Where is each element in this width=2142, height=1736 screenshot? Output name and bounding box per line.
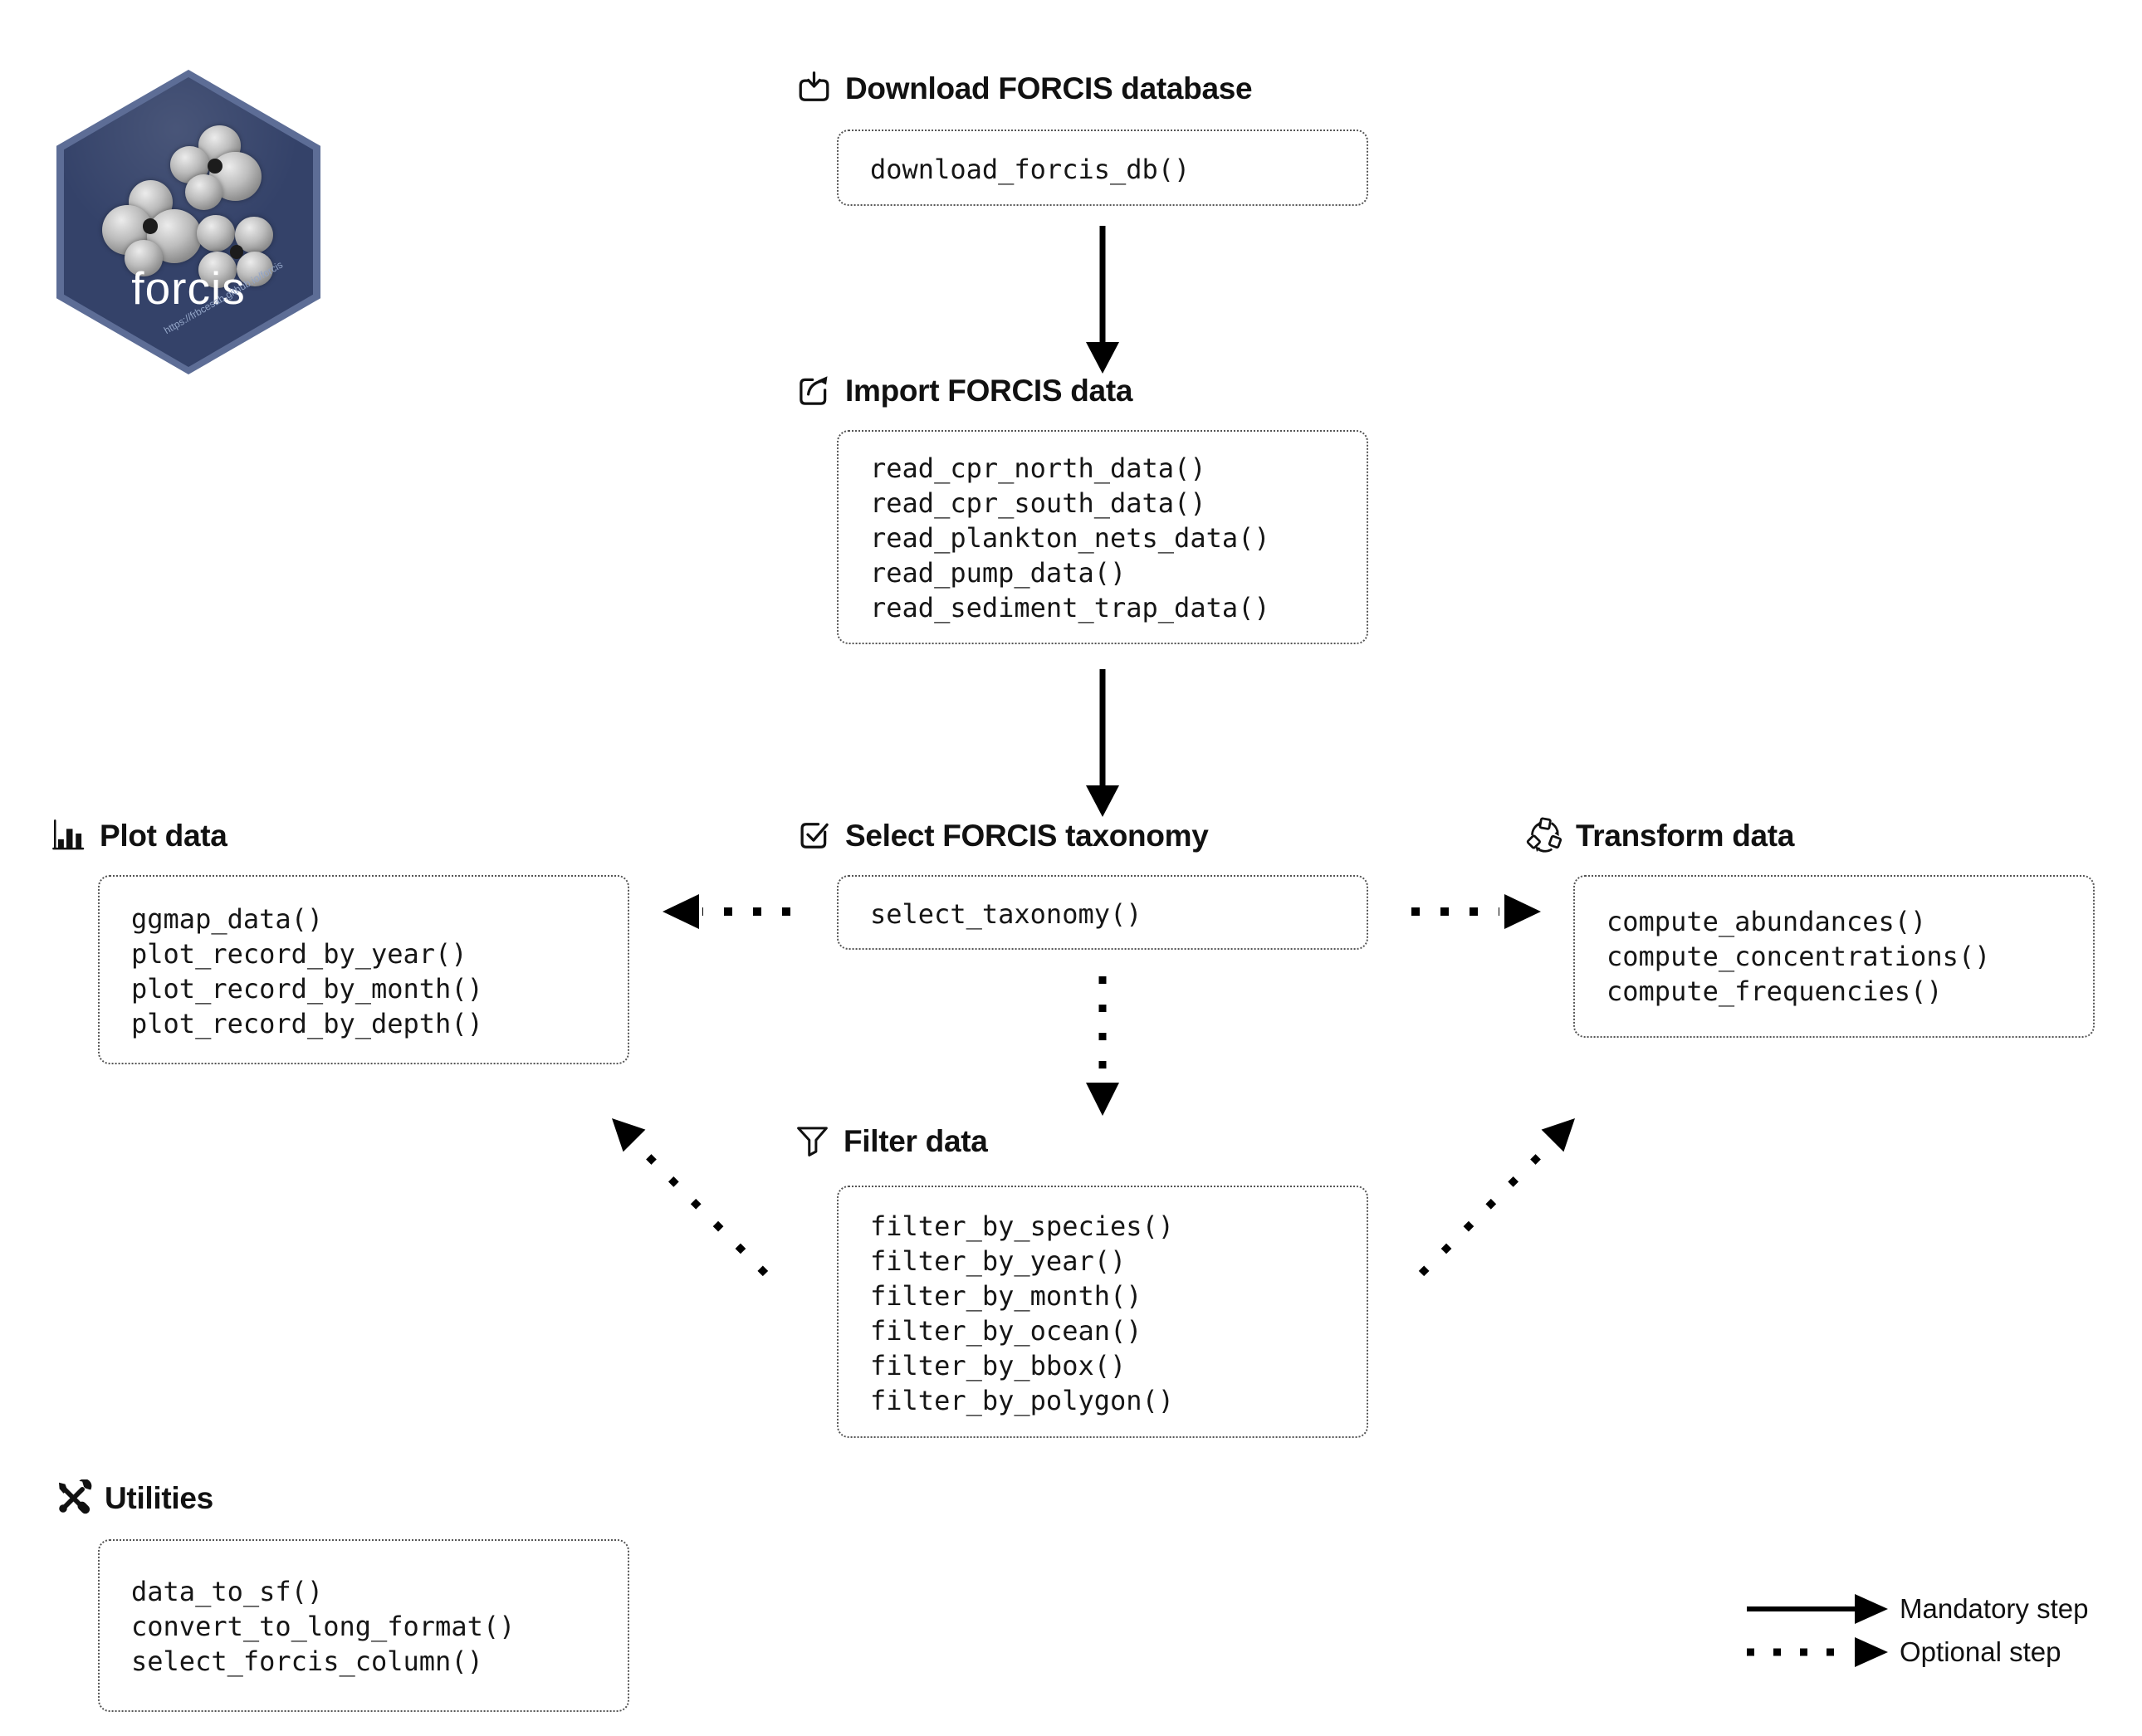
function-name: filter_by_polygon() bbox=[870, 1385, 1175, 1416]
function-name: compute_abundances() bbox=[1606, 906, 1927, 937]
function-box-filter: filter_by_species()filter_by_year()filte… bbox=[837, 1186, 1368, 1438]
function-box-download: download_forcis_db() bbox=[837, 130, 1368, 206]
foraminifera-image bbox=[102, 180, 203, 276]
function-name: filter_by_species() bbox=[870, 1210, 1175, 1242]
function-box-transform: compute_abundances() compute_concentratio… bbox=[1573, 875, 2095, 1038]
function-name: read_sediment_trap_data() bbox=[870, 592, 1270, 623]
section-title: Transform data bbox=[1576, 818, 1795, 853]
section-heading-download: Download FORCIS database bbox=[795, 70, 1253, 107]
forcis-logo-background: forcis https://frbcesab.github.io/forcis bbox=[64, 77, 313, 367]
function-name: data_to_sf() bbox=[131, 1576, 324, 1607]
funnel-icon bbox=[794, 1122, 831, 1160]
legend-mandatory-label: Mandatory step bbox=[1900, 1593, 2089, 1624]
section-title: Utilities bbox=[105, 1480, 213, 1515]
arrow-select-to-filter-optional bbox=[1086, 976, 1119, 1116]
legend-optional-arrow bbox=[1747, 1637, 1888, 1667]
checkbox-check-icon bbox=[795, 817, 833, 854]
section-title: Plot data bbox=[100, 818, 227, 853]
crossed-tools-icon bbox=[55, 1479, 92, 1517]
function-name: ggmap_data() bbox=[131, 903, 324, 935]
section-heading-import: Import FORCIS data bbox=[795, 372, 1132, 409]
foraminifera-image bbox=[193, 212, 280, 295]
arrow-download-to-import bbox=[1086, 226, 1119, 374]
section-title: Filter data bbox=[844, 1123, 988, 1158]
function-name: download_forcis_db() bbox=[870, 154, 1191, 185]
function-name: read_cpr_north_data() bbox=[870, 452, 1206, 484]
function-name: plot_record_by_month() bbox=[131, 973, 483, 1005]
arrow-filter-to-plot-optional bbox=[612, 1118, 769, 1277]
arrow-import-to-select bbox=[1086, 669, 1119, 817]
logo-title: forcis bbox=[131, 262, 246, 314]
arrow-filter-to-transform-optional bbox=[1418, 1118, 1575, 1277]
function-name: filter_by_ocean() bbox=[870, 1315, 1142, 1347]
section-heading-select-taxonomy: Select FORCIS taxonomy bbox=[795, 817, 1209, 854]
function-name: filter_by_bbox() bbox=[870, 1350, 1127, 1381]
function-name: read_plankton_nets_data() bbox=[870, 522, 1270, 554]
bar-chart-icon bbox=[50, 817, 87, 854]
function-name: filter_by_month() bbox=[870, 1280, 1142, 1312]
function-name: read_cpr_south_data() bbox=[870, 487, 1206, 519]
section-title: Select FORCIS taxonomy bbox=[845, 818, 1209, 853]
function-box-select-taxonomy: select_taxonomy() bbox=[837, 875, 1368, 950]
function-name: compute_frequencies() bbox=[1606, 976, 1943, 1007]
function-box-utilities: data_to_sf() convert_to_long_format()sele… bbox=[98, 1539, 629, 1712]
function-name: plot_record_by_year() bbox=[131, 938, 467, 970]
download-icon bbox=[795, 70, 833, 107]
function-box-plot: ggmap_data()plot_record_by_year()plot_re… bbox=[98, 875, 629, 1064]
function-name: select_taxonomy() bbox=[870, 898, 1142, 930]
legend-mandatory-arrow bbox=[1747, 1594, 1888, 1624]
cycle-icon bbox=[1526, 817, 1563, 854]
function-name: compute_concentrations() bbox=[1606, 941, 1991, 972]
arrow-select-to-plot-optional bbox=[663, 894, 790, 929]
function-name: filter_by_year() bbox=[870, 1245, 1127, 1277]
foraminifera-image bbox=[170, 125, 263, 213]
section-heading-plot: Plot data bbox=[50, 817, 227, 854]
function-name: convert_to_long_format() bbox=[131, 1611, 516, 1642]
legend-optional-label: Optional step bbox=[1900, 1636, 2061, 1667]
section-heading-filter: Filter data bbox=[794, 1122, 988, 1160]
import-icon bbox=[795, 372, 833, 409]
function-box-import: read_cpr_north_data()read_cpr_south_data… bbox=[837, 430, 1368, 644]
section-heading-utilities: Utilities bbox=[55, 1479, 213, 1517]
forcis-logo: forcis https://frbcesab.github.io/forcis bbox=[56, 70, 320, 374]
section-heading-transform: Transform data bbox=[1526, 817, 1794, 854]
arrow-select-to-transform-optional bbox=[1411, 894, 1541, 929]
section-title: Download FORCIS database bbox=[845, 71, 1253, 105]
section-title: Import FORCIS data bbox=[845, 373, 1133, 408]
function-name: read_pump_data() bbox=[870, 557, 1127, 589]
function-name: select_forcis_column() bbox=[131, 1646, 483, 1677]
function-name: plot_record_by_depth() bbox=[131, 1008, 483, 1039]
